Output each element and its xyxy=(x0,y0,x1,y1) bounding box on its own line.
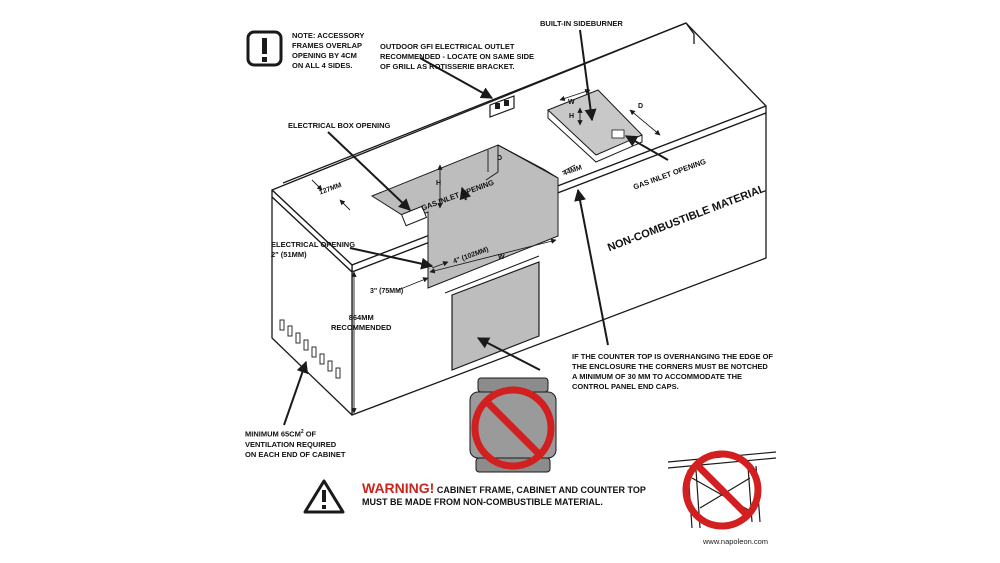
dim-d-grill: D xyxy=(497,155,503,162)
footer-url: www.napoleon.com xyxy=(703,537,769,546)
dim-d-sideburner: D xyxy=(638,103,644,110)
dim-3in: 3" (75mm) xyxy=(370,288,404,295)
warning-triangle-icon xyxy=(303,479,345,514)
outlet-note: OUTDOOR GFI ELECTRICAL OUTLET RECOMMENDE… xyxy=(380,42,535,71)
electrical-box-opening-label: ELECTRICAL BOX OPENING xyxy=(288,121,391,130)
exclamation-box-icon xyxy=(246,30,283,67)
dimension-lines xyxy=(311,88,661,414)
no-propane-tank-icon xyxy=(469,377,557,473)
warning-banner: WARNING! CABINET FRAME, CABINET AND COUN… xyxy=(310,480,646,508)
ventilation-slots xyxy=(279,319,341,379)
gfi-outlet xyxy=(489,95,515,118)
dim-h-sideburner: H xyxy=(569,113,575,120)
warning-heading: WARNING! xyxy=(362,480,435,496)
accessory-note: NOTE: ACCESSORY FRAMES OVERLAP OPENING B… xyxy=(292,31,365,70)
dim-w-grill: W xyxy=(498,254,505,261)
warning-text: WARNING! CABINET FRAME, CABINET AND COUN… xyxy=(362,480,646,507)
dim-w-sideburner: W xyxy=(568,99,575,106)
dim-h-grill: H xyxy=(436,180,442,187)
electrical-opening-label: ELECTRICAL OPENING 2" (51mm) xyxy=(271,240,356,259)
height-label: 864mm RECOMMENDED xyxy=(331,313,392,332)
overhang-note: IF THE COUNTER TOP IS OVERHANGING THE ED… xyxy=(572,352,773,391)
sideburner-label: BUILT-IN SIDEBURNER xyxy=(540,19,623,28)
ventilation-note: MINIMUM 65cm2 OF VENTILATION REQUIRED ON… xyxy=(245,429,346,459)
no-wood-frame-icon xyxy=(667,450,777,530)
leader-arrows xyxy=(283,29,669,426)
